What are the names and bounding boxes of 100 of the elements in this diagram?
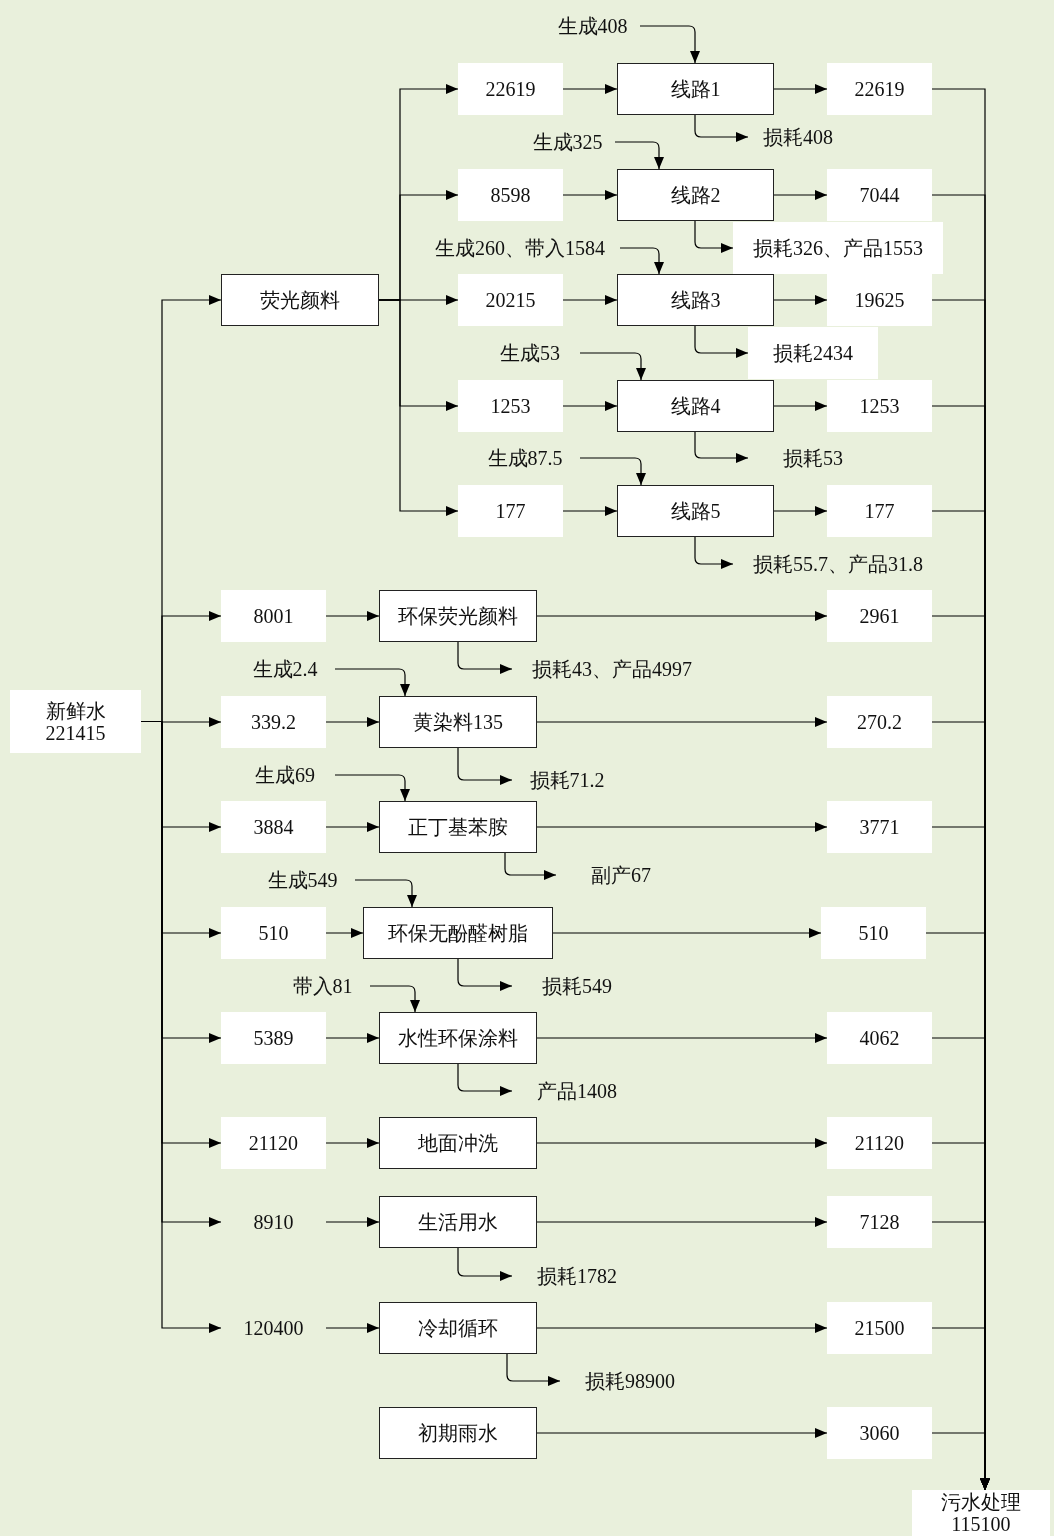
flow-note: 带入81 bbox=[292, 975, 353, 997]
flow-arrow bbox=[536, 1323, 828, 1333]
process-box bbox=[617, 169, 774, 221]
flow-value: 1253 bbox=[490, 395, 531, 417]
flow-value: 8598 bbox=[490, 184, 531, 206]
value-box bbox=[827, 590, 932, 642]
value-box bbox=[221, 590, 326, 642]
flow-arrow bbox=[325, 1323, 380, 1333]
flow-arrow bbox=[457, 1063, 513, 1096]
flow-note: 损耗43、产品4997 bbox=[532, 658, 692, 680]
value-box bbox=[827, 380, 932, 432]
flow-arrow bbox=[325, 611, 380, 621]
flow-arrow bbox=[614, 141, 664, 170]
flow-note: 损耗98900 bbox=[585, 1370, 675, 1392]
value-box bbox=[748, 327, 878, 379]
flow-value: 2961 bbox=[859, 605, 900, 627]
flow-note: 生成325 bbox=[532, 131, 603, 153]
value-box bbox=[827, 485, 932, 537]
flow-arrow bbox=[457, 1247, 513, 1281]
value-box bbox=[221, 801, 326, 853]
flow-arrow bbox=[694, 325, 749, 358]
process-box bbox=[363, 907, 553, 959]
value-box bbox=[221, 1117, 326, 1169]
flow-note: 损耗1782 bbox=[537, 1265, 617, 1287]
flow-arrow bbox=[773, 295, 828, 305]
value-box bbox=[458, 274, 563, 326]
process-name: 线路1 bbox=[670, 78, 721, 100]
process-box bbox=[617, 485, 774, 537]
process-name: 黄染料135 bbox=[413, 711, 503, 733]
flow-value: 339.2 bbox=[251, 711, 296, 733]
process-box bbox=[379, 1117, 537, 1169]
value-box bbox=[221, 1012, 326, 1064]
value-box bbox=[827, 1196, 932, 1248]
flow-value: 7044 bbox=[859, 184, 900, 206]
flow-note: 损耗55.7、产品31.8 bbox=[753, 553, 923, 575]
flow-arrow bbox=[536, 822, 828, 832]
flow-value: 损耗2434 bbox=[773, 342, 853, 364]
process-name: 环保无酚醛树脂 bbox=[388, 922, 528, 944]
flow-arrow bbox=[562, 295, 618, 305]
value-box bbox=[221, 907, 326, 959]
flow-value: 221415 bbox=[45, 721, 106, 744]
flow-note: 生成408 bbox=[557, 15, 628, 37]
flow-value: 20215 bbox=[485, 289, 536, 311]
flow-arrow bbox=[562, 84, 618, 94]
value-box bbox=[827, 1117, 932, 1169]
value-box bbox=[458, 485, 563, 537]
flow-arrow bbox=[562, 190, 618, 200]
flow-note: 生成53 bbox=[500, 342, 560, 364]
flow-note: 生成87.5 bbox=[487, 447, 563, 469]
value-box bbox=[827, 696, 932, 748]
process-name: 地面冲洗 bbox=[418, 1132, 498, 1154]
flow-note: 生成260、带入1584 bbox=[435, 237, 605, 259]
value-box bbox=[10, 690, 141, 753]
flow-arrow bbox=[369, 985, 420, 1013]
flow-arrow bbox=[562, 401, 618, 411]
flow-arrow bbox=[457, 641, 513, 674]
flow-arrow bbox=[325, 1217, 380, 1227]
flow-arrow bbox=[325, 717, 380, 727]
process-box bbox=[379, 801, 537, 853]
value-box bbox=[827, 801, 932, 853]
flow-value: 510 bbox=[858, 922, 889, 944]
value-box bbox=[221, 696, 326, 748]
flow-arrow bbox=[639, 25, 700, 64]
flow-value: 3884 bbox=[253, 816, 294, 838]
flow-value: 510 bbox=[258, 922, 289, 944]
flow-arrow bbox=[552, 928, 822, 938]
flow-value: 115100 bbox=[951, 1513, 1011, 1535]
flow-arrow bbox=[694, 114, 749, 142]
process-name: 线路5 bbox=[670, 500, 721, 522]
flow-value: 5389 bbox=[253, 1027, 294, 1049]
flow-value: 4062 bbox=[859, 1027, 900, 1049]
value-box bbox=[458, 63, 563, 115]
flow-arrow bbox=[773, 190, 828, 200]
flow-arrow bbox=[579, 352, 646, 381]
process-name: 荧光颜料 bbox=[260, 289, 340, 311]
process-box bbox=[617, 380, 774, 432]
flow-note: 生成549 bbox=[267, 869, 338, 891]
process-box bbox=[617, 274, 774, 326]
process-name: 冷却循环 bbox=[418, 1317, 498, 1339]
process-box bbox=[379, 696, 537, 748]
flow-arrow bbox=[334, 668, 410, 697]
flow-note: 损耗71.2 bbox=[529, 769, 605, 791]
value-box bbox=[458, 380, 563, 432]
flow-arrow bbox=[536, 717, 828, 727]
process-name: 线路3 bbox=[670, 289, 721, 311]
flow-value: 22619 bbox=[854, 78, 905, 100]
value-box bbox=[827, 1302, 932, 1354]
flow-value: 8001 bbox=[253, 605, 294, 627]
process-box bbox=[379, 1407, 537, 1459]
flow-arrow bbox=[325, 928, 364, 938]
flow-note: 产品1408 bbox=[537, 1080, 617, 1102]
flow-arrow bbox=[694, 536, 734, 569]
flow-arrow bbox=[536, 1217, 828, 1227]
flow-arrow bbox=[579, 457, 646, 486]
value-box bbox=[827, 274, 932, 326]
value-box bbox=[827, 1407, 932, 1459]
value-box bbox=[827, 169, 932, 221]
flow-arrow bbox=[506, 1353, 561, 1386]
flow-note: 生成69 bbox=[255, 764, 315, 786]
flow-value: 21120 bbox=[854, 1132, 905, 1154]
